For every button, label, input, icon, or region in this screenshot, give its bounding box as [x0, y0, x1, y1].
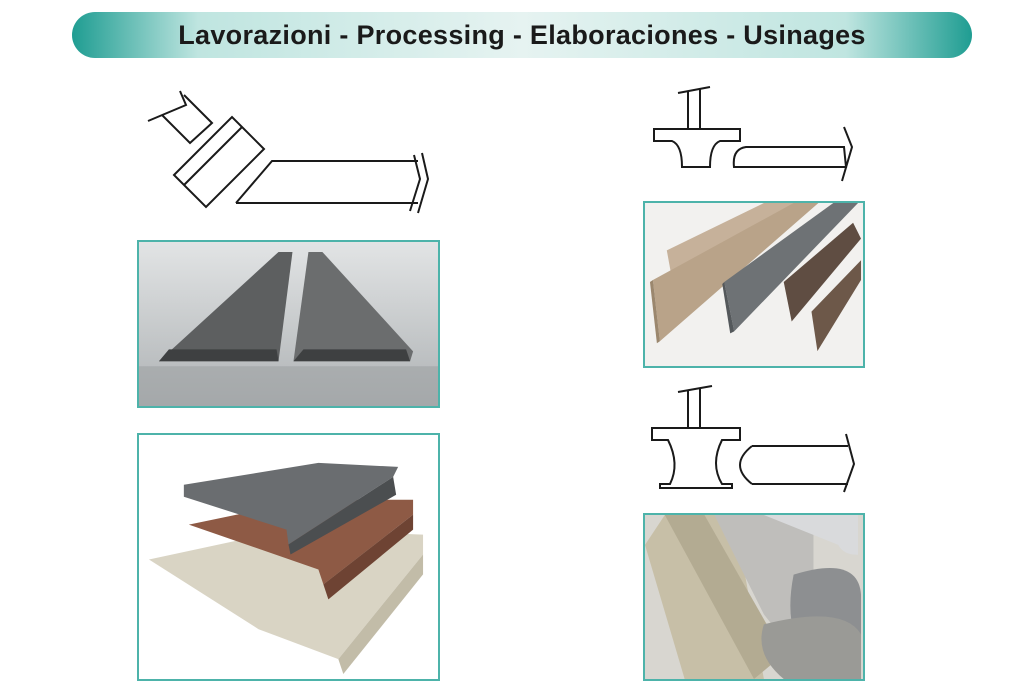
half-round-cut-diagram-icon	[648, 85, 858, 185]
page-title: Lavorazioni - Processing - Elaboraciones…	[178, 19, 866, 50]
skirting-boards-photo	[643, 201, 865, 368]
bevel-cut-diagram-icon	[140, 85, 440, 215]
bullnose-pieces-photo	[643, 513, 865, 681]
bullnose-cut-diagram-icon	[648, 384, 860, 496]
bevel-strips-photo	[137, 240, 440, 408]
header-banner: Lavorazioni - Processing - Elaboraciones…	[72, 12, 972, 58]
step-tread-photo	[137, 433, 440, 681]
